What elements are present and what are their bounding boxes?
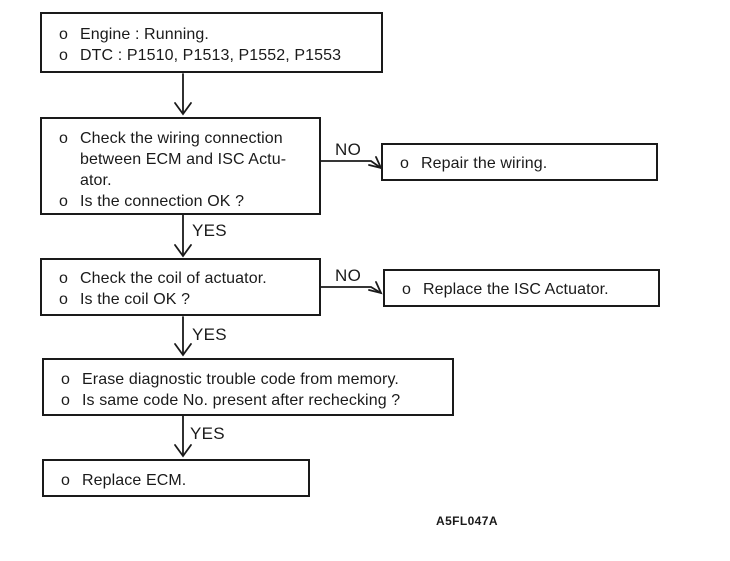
arrow-yes-erase-dtc-to-replace-ecm (174, 415, 192, 458)
bullet: o (59, 270, 68, 287)
node-text: DTC : P1510, P1513, P1552, P1553 (80, 47, 342, 64)
node-replace-isc-actuator: o Replace the ISC Actuator. (383, 269, 660, 307)
node-text: Is the coil OK ? (80, 291, 191, 308)
node-line: o Is same code No. present after recheck… (61, 390, 444, 411)
node-erase-dtc: o Erase diagnostic trouble code from mem… (42, 358, 454, 416)
bullet: o (61, 472, 70, 489)
arrow-down-start-to-check-wiring (174, 73, 192, 116)
label-no-2: NO (335, 266, 362, 285)
node-text: Is the connection OK ? (80, 193, 245, 210)
node-line: o Erase diagnostic trouble code from mem… (61, 369, 444, 390)
bullet: o (59, 130, 68, 147)
node-check-coil: o Check the coil of actuator. o Is the c… (40, 258, 321, 316)
arrow-yes-check-coil-to-erase-dtc (174, 316, 192, 357)
label-no-1: NO (335, 140, 362, 159)
node-text: Replace ECM. (82, 472, 187, 489)
node-text: Is same code No. present after recheckin… (82, 392, 401, 409)
node-text: Repair the wiring. (421, 155, 548, 172)
bullet: o (59, 193, 68, 210)
node-line: o Is the connection OK ? (59, 191, 311, 212)
bullet: o (59, 291, 68, 308)
label-yes-2: YES (192, 325, 227, 344)
node-check-wiring: o Check the wiring connection between EC… (40, 117, 321, 215)
node-line: ator. (59, 170, 311, 191)
node-text: Replace the ISC Actuator. (423, 281, 609, 298)
bullet (59, 149, 80, 170)
bullet: o (61, 371, 70, 388)
node-repair-wiring: o Repair the wiring. (381, 143, 658, 181)
node-line: o Replace ECM. (61, 470, 300, 491)
node-text: Check the coil of actuator. (80, 270, 267, 287)
bullet: o (59, 26, 68, 43)
node-line: o DTC : P1510, P1513, P1552, P1553 (59, 45, 373, 66)
label-yes-1: YES (192, 221, 227, 240)
bullet (59, 170, 80, 191)
node-text: ator. (80, 172, 112, 189)
node-text: Erase diagnostic trouble code from memor… (82, 371, 399, 388)
arrow-yes-check-wiring-to-check-coil (174, 214, 192, 258)
node-start: o Engine : Running. o DTC : P1510, P1513… (40, 12, 383, 73)
node-line: o Check the wiring connection (59, 128, 311, 149)
label-yes-3: YES (190, 424, 225, 443)
node-replace-ecm: o Replace ECM. (42, 459, 310, 497)
bullet: o (400, 155, 409, 172)
node-text: Engine : Running. (80, 26, 209, 43)
node-line: o Is the coil OK ? (59, 289, 311, 310)
figure-code: A5FL047A (436, 514, 498, 528)
bullet: o (61, 392, 70, 409)
bullet: o (402, 281, 411, 298)
bullet: o (59, 47, 68, 64)
node-line: o Repair the wiring. (400, 153, 648, 174)
node-line: o Check the coil of actuator. (59, 268, 311, 289)
node-line: o Engine : Running. (59, 24, 373, 45)
node-text: between ECM and ISC Actu- (80, 151, 287, 168)
node-line: o Replace the ISC Actuator. (402, 279, 650, 300)
node-text: Check the wiring connection (80, 130, 283, 147)
node-line: between ECM and ISC Actu- (59, 149, 311, 170)
